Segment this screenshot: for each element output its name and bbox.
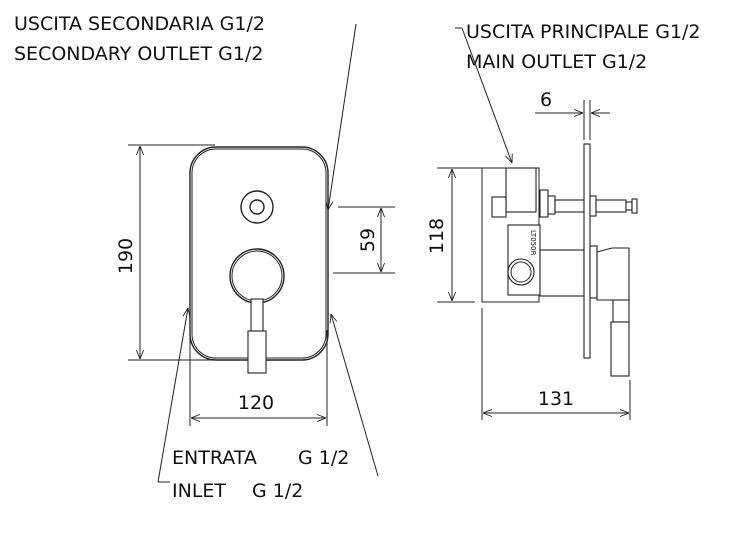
dimension-6: 6 [535, 89, 610, 140]
dim-190-text: 190 [115, 238, 137, 274]
inlet-label-it: ENTRATA [172, 447, 257, 469]
dimension-120: 120 [189, 330, 328, 426]
lever-stem [250, 298, 264, 332]
dim-131-text: 131 [538, 388, 574, 410]
secondary-outlet-label-it: USCITA SECONDARIA G1/2 [14, 13, 265, 35]
dimension-118: 118 [426, 167, 500, 303]
main-outlet-label-en: MAIN OUTLET G1/2 [466, 51, 647, 73]
dimension-131: 131 [481, 308, 631, 420]
diverter-button [240, 190, 274, 224]
front-view [189, 146, 329, 374]
inlet-size-it: G 1/2 [298, 447, 349, 469]
dim-120-text: 120 [238, 392, 274, 414]
diverter-stem [595, 199, 627, 213]
inlet-size-en: G 1/2 [252, 480, 303, 502]
main-outlet-label-it: USCITA PRINCIPALE G1/2 [466, 21, 701, 43]
body-stamp: LT050R [529, 230, 537, 256]
dim-6-text: 6 [540, 89, 552, 111]
secondary-outlet-label-en: SECONDARY OUTLET G1/2 [14, 43, 263, 65]
wall-plate [583, 143, 591, 359]
mixer-handle-ring [229, 248, 285, 304]
dim-118-text: 118 [426, 218, 448, 254]
dim-59-text: 59 [357, 228, 379, 252]
dimension-190: 190 [115, 144, 220, 361]
dimension-59: 59 [333, 206, 395, 274]
side-view: LT050R [481, 143, 638, 377]
handle-side [596, 247, 630, 301]
leader-lines [157, 23, 512, 483]
lever-grip [247, 330, 267, 374]
lever-side [610, 321, 630, 377]
inlet-label-en: INLET [172, 480, 226, 502]
